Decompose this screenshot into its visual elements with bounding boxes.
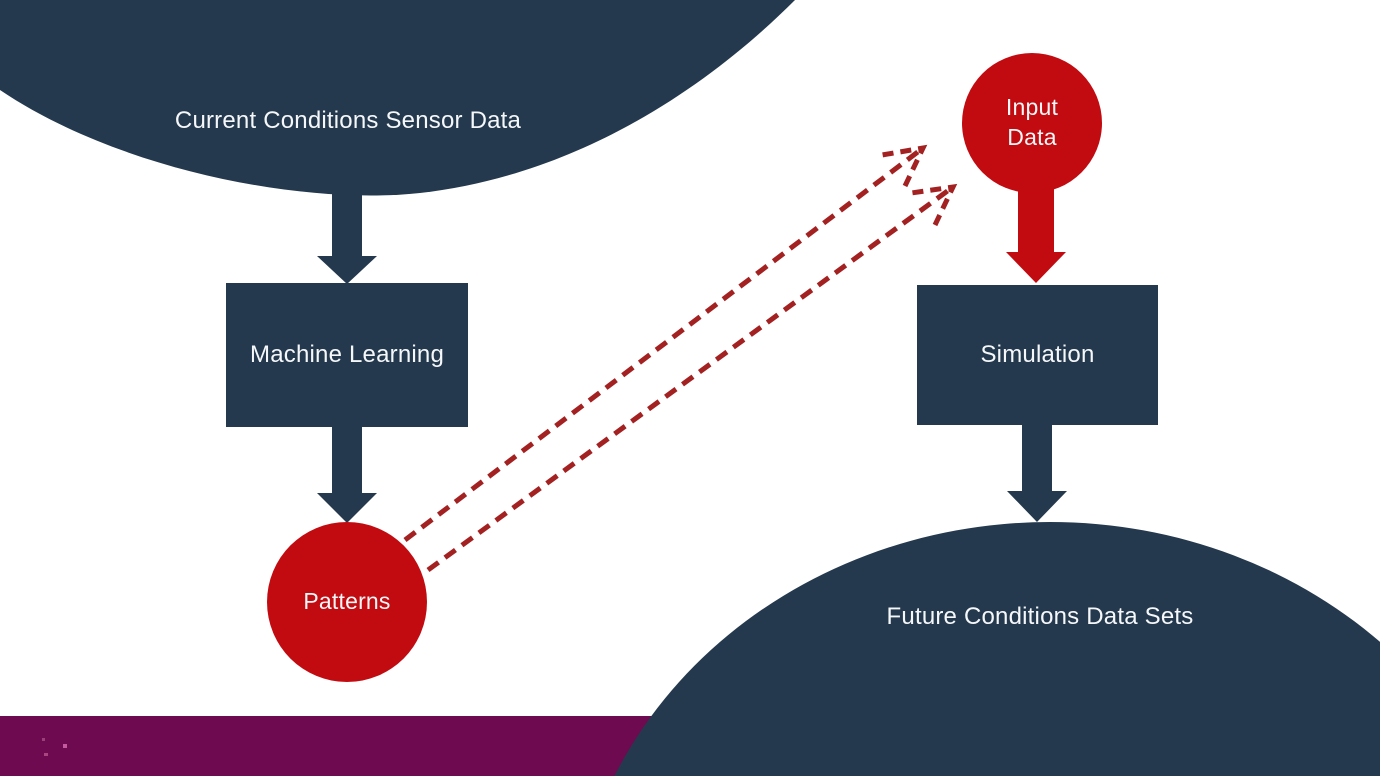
label-machine-learning: Machine Learning — [250, 341, 444, 369]
circle-input-data — [962, 53, 1102, 193]
blob-current-conditions — [0, 0, 795, 196]
label-patterns: Patterns — [303, 588, 391, 615]
footer-specks — [42, 738, 67, 756]
blob-future-conditions — [614, 522, 1380, 776]
arrow-simulation-to-future — [1007, 423, 1067, 522]
label-simulation: Simulation — [980, 341, 1095, 369]
box-simulation — [917, 285, 1158, 425]
label-current-conditions: Current Conditions Sensor Data — [174, 107, 522, 135]
label-future-conditions: Future Conditions Data Sets — [886, 603, 1194, 631]
circle-patterns — [267, 522, 427, 682]
dashed-arrow-patterns-to-inputdata-lower — [426, 183, 958, 573]
arrow-sensor-to-ml — [317, 186, 377, 284]
box-machine-learning — [226, 283, 468, 427]
arrow-inputdata-to-simulation — [1006, 186, 1066, 283]
arrow-ml-to-patterns — [317, 425, 377, 523]
dashed-arrow-patterns-to-inputdata-upper — [403, 144, 928, 542]
label-input-data: Input Data — [1005, 94, 1059, 150]
